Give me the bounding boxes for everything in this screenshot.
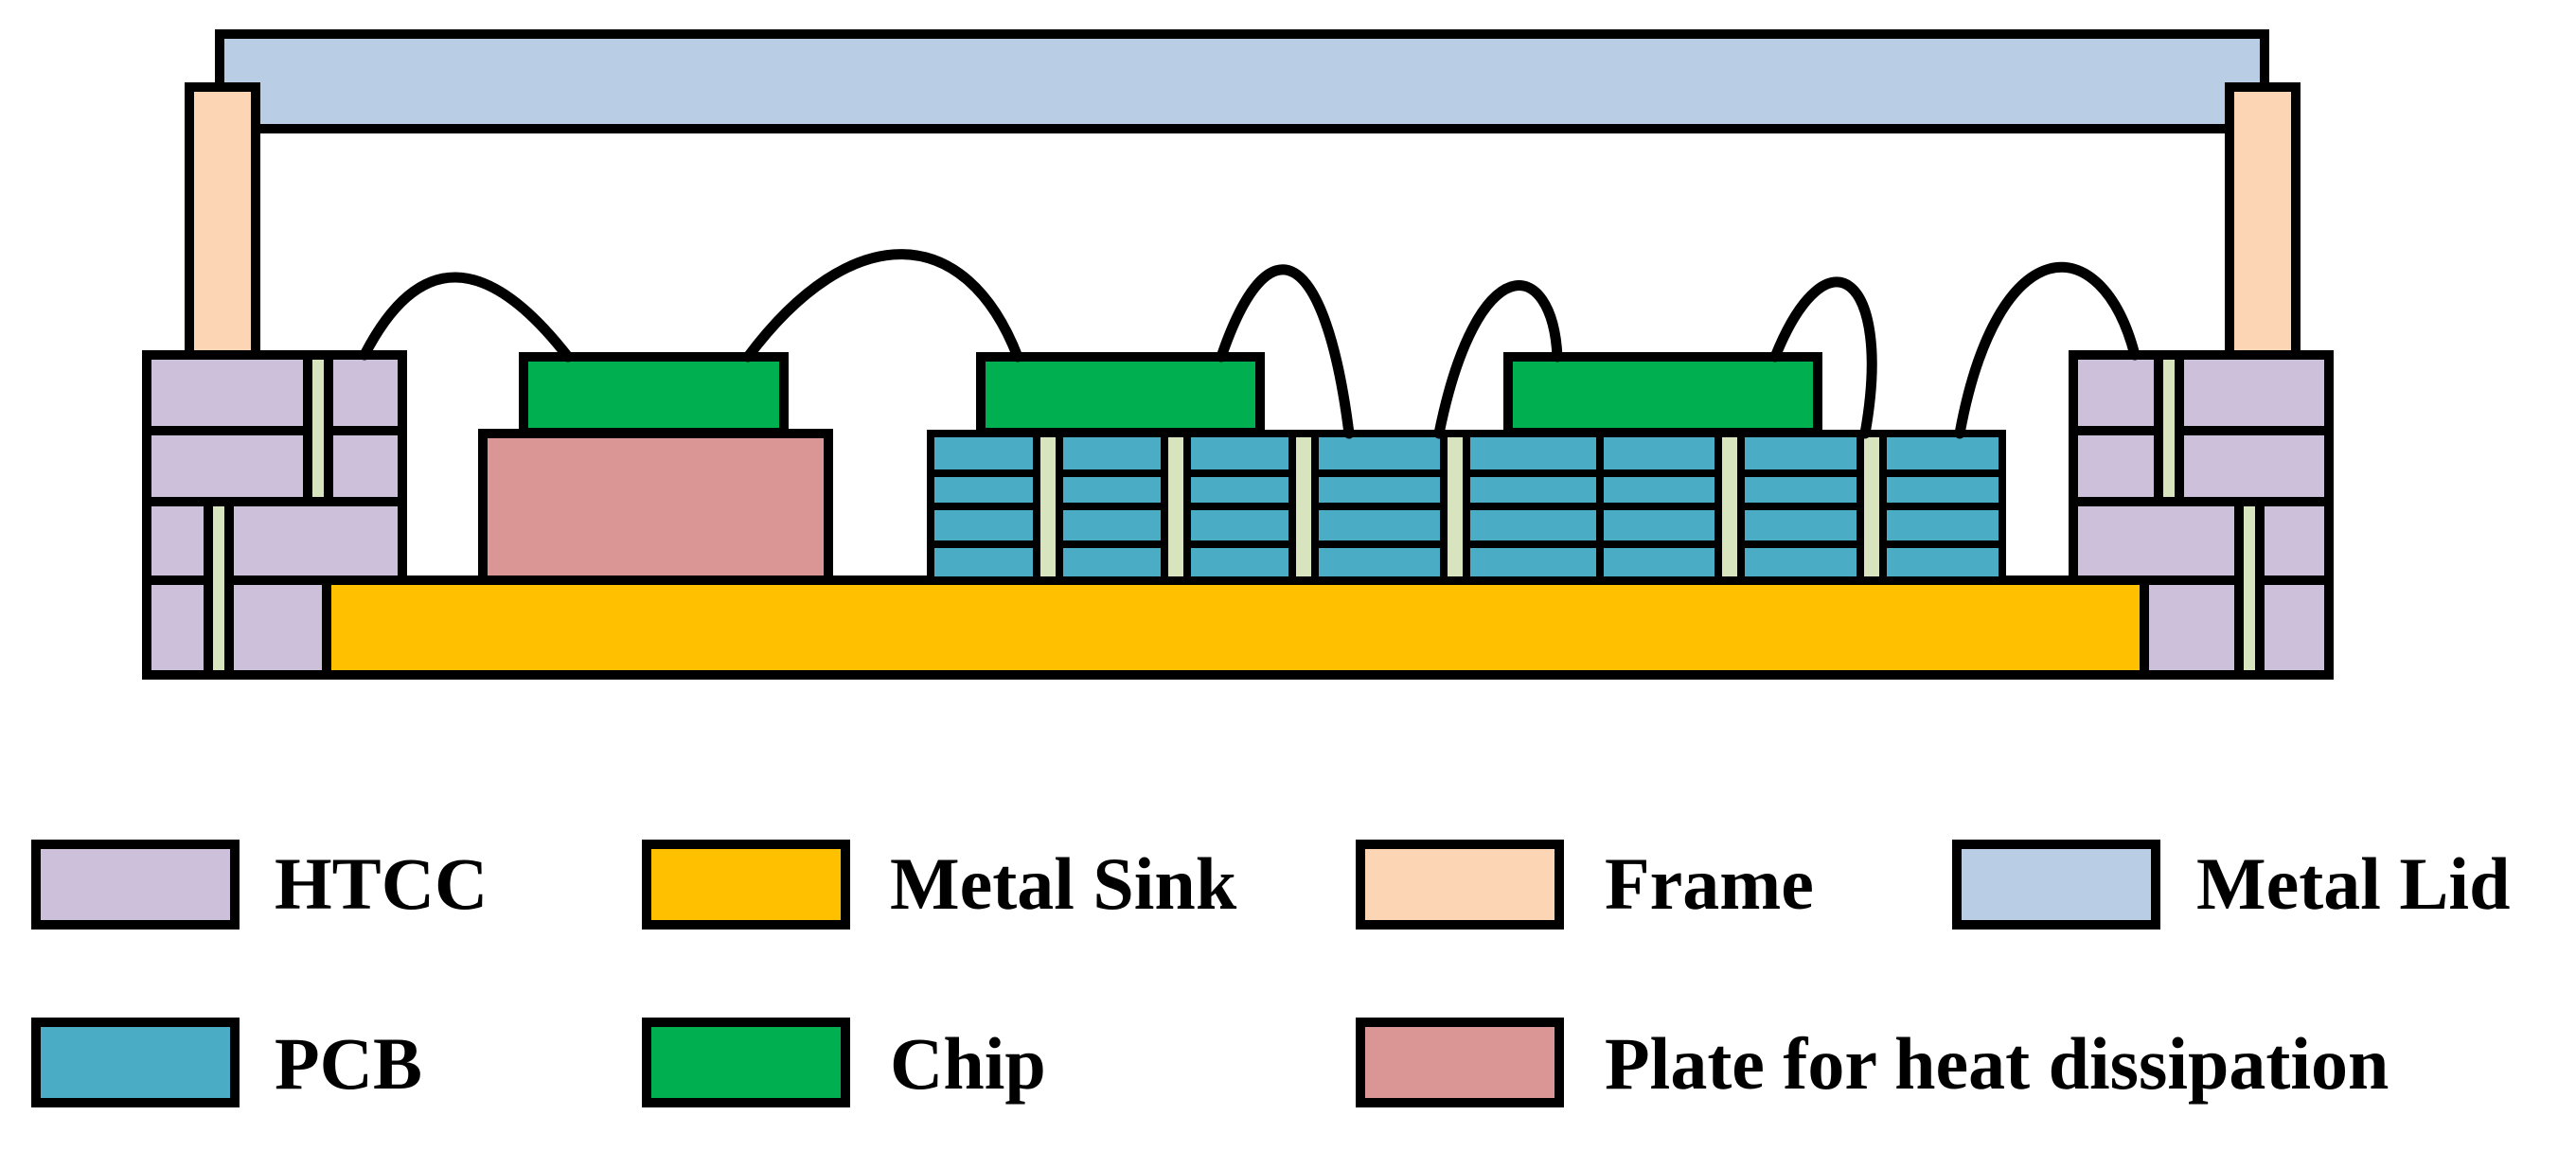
- chip-1: [519, 352, 789, 437]
- pcb-cell: [1459, 469, 1604, 510]
- legend-item-plate: Plate for heat dissipation: [1356, 1018, 2389, 1107]
- pcb-cell: [1459, 503, 1604, 548]
- pcb-cell: [1596, 469, 1736, 510]
- htcc-left-row2-a: [142, 426, 312, 506]
- metal-lid: [215, 29, 2269, 133]
- pcb-cell: [1871, 540, 2006, 584]
- legend-swatch: [1356, 1018, 1564, 1107]
- pcb-cell: [1175, 540, 1310, 584]
- legend-item-metal-sink: Metal Sink: [642, 840, 1237, 930]
- legend-item-metal-lid: Metal Lid: [1952, 840, 2510, 930]
- pcb-via: [1161, 430, 1191, 584]
- legend-label: HTCC: [275, 842, 488, 925]
- pcb-cell: [1047, 469, 1182, 510]
- pcb-cell: [927, 540, 1055, 584]
- pcb-cell: [1175, 503, 1310, 548]
- htcc-left-row3-a: [142, 497, 213, 585]
- heat-dissipation-plate: [478, 429, 833, 585]
- htcc-right: [2069, 350, 2334, 680]
- pcb-cell: [1303, 430, 1466, 477]
- pcb-cell: [1303, 540, 1466, 584]
- pcb-cell: [1303, 469, 1466, 510]
- metal-sink: [322, 576, 2149, 680]
- frame-right: [2225, 82, 2301, 360]
- bond-wire-1: [359, 272, 574, 363]
- htcc-left: [142, 350, 407, 680]
- bond-wire-5: [1769, 276, 1877, 439]
- pcb-cell: [1175, 430, 1310, 477]
- pcb-via: [1440, 430, 1470, 584]
- frame-left: [185, 82, 260, 360]
- pcb-cell: [1047, 540, 1182, 584]
- pcb-via: [1714, 430, 1745, 584]
- legend-label: Metal Lid: [2196, 842, 2510, 925]
- pcb-cell: [1871, 430, 2006, 477]
- pcb-cell: [1303, 503, 1466, 548]
- pcb-cell: [1459, 430, 1604, 477]
- htcc-left-via-lower: [204, 497, 234, 680]
- pcb-cell: [1729, 503, 1878, 548]
- pcb-cell: [1596, 503, 1736, 548]
- pcb-cell: [927, 503, 1055, 548]
- legend-swatch: [1952, 840, 2160, 930]
- legend-label: PCB: [275, 1022, 422, 1105]
- htcc-right-via-upper: [2154, 350, 2184, 506]
- htcc-left-via-upper: [303, 350, 333, 506]
- chip-2: [976, 352, 1265, 437]
- pcb-via: [1856, 430, 1887, 584]
- legend-label: Chip: [890, 1022, 1046, 1105]
- legend-swatch: [642, 1018, 850, 1107]
- htcc-right-row4-a: [2140, 576, 2244, 680]
- pcb-cell: [927, 469, 1055, 510]
- pcb-cell: [1729, 540, 1878, 584]
- pcb-cell: [1047, 430, 1182, 477]
- legend-label: Metal Sink: [890, 842, 1237, 925]
- htcc-left-row4-a: [142, 576, 213, 680]
- htcc-right-row1-b: [2163, 350, 2334, 435]
- pcb-stack: [927, 430, 2006, 584]
- bond-wire-6: [1954, 261, 2141, 439]
- legend-swatch: [31, 1018, 240, 1107]
- pcb-cell: [1596, 430, 1736, 477]
- legend-item-chip: Chip: [642, 1018, 1046, 1107]
- pcb-cell: [1729, 430, 1878, 477]
- legend-item-pcb: PCB: [31, 1018, 422, 1107]
- bond-wire-4: [1433, 280, 1563, 439]
- htcc-right-row2-b: [2163, 426, 2334, 506]
- legend-item-htcc: HTCC: [31, 840, 488, 930]
- legend-swatch: [31, 840, 240, 930]
- bond-wires: [359, 249, 2141, 439]
- pcb-cell: [1459, 540, 1604, 584]
- chip-3: [1503, 352, 1822, 437]
- legend-label: Frame: [1605, 842, 1814, 925]
- pcb-cell: [1729, 469, 1878, 510]
- bond-wire-3: [1216, 264, 1355, 439]
- pcb-via: [1288, 430, 1319, 584]
- htcc-right-row3-a: [2069, 497, 2244, 585]
- legend-swatch: [1356, 840, 1564, 930]
- pcb-cell: [1175, 469, 1310, 510]
- htcc-right-via-lower: [2234, 497, 2265, 680]
- pcb-cell: [1596, 540, 1736, 584]
- pcb-cell: [1871, 469, 2006, 510]
- legend-label: Plate for heat dissipation: [1605, 1022, 2389, 1105]
- pcb-via: [1033, 430, 1063, 584]
- bond-wire-2: [742, 249, 1023, 363]
- pcb-cell: [1047, 503, 1182, 548]
- legend-item-frame: Frame: [1356, 840, 1814, 930]
- pcb-cell: [1871, 503, 2006, 548]
- htcc-left-row3-b: [204, 497, 407, 585]
- htcc-left-row1-a: [142, 350, 312, 435]
- pcb-cell: [927, 430, 1055, 477]
- legend-swatch: [642, 840, 850, 930]
